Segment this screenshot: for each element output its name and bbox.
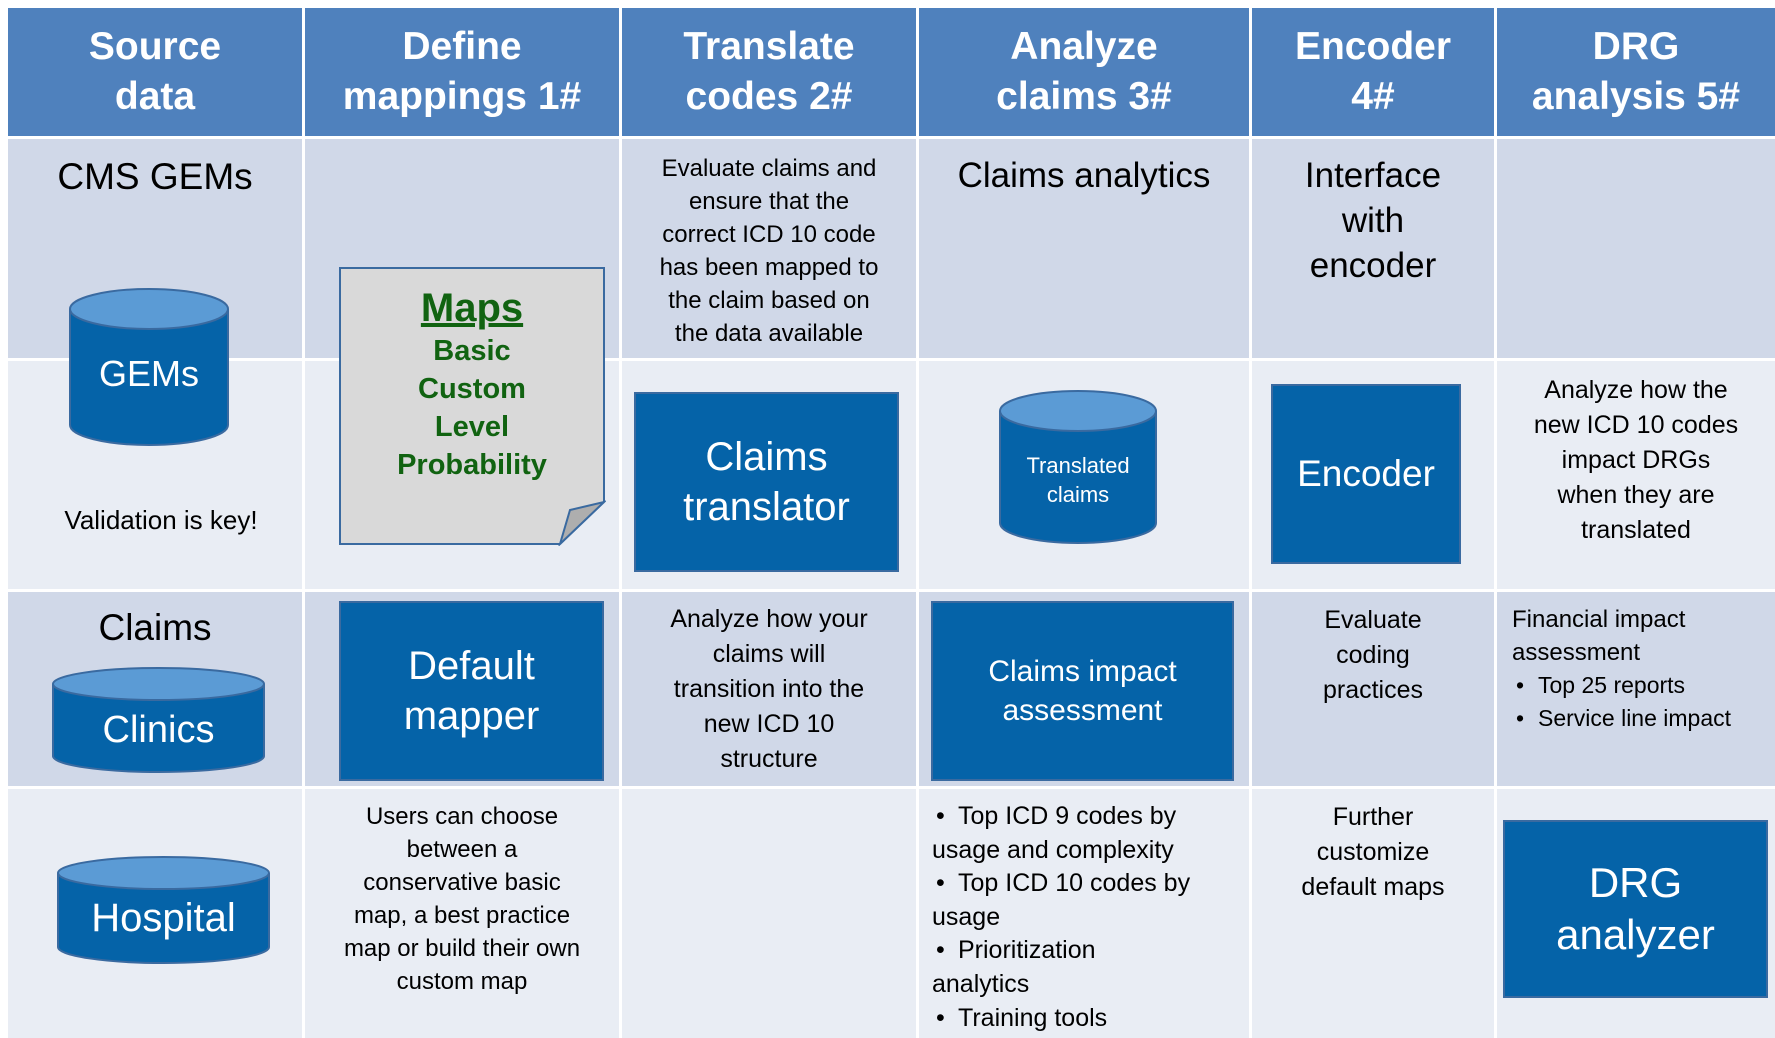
clinics-db-label: Clinics: [102, 709, 215, 751]
bullet-training-tools: Training tools: [932, 1002, 1249, 1036]
drg-impact-note: Analyze how the new ICD 10 codes impact …: [1533, 376, 1739, 544]
cell-r4-c3: [622, 789, 916, 1038]
claims-analytics-label: Claims analytics: [957, 156, 1211, 195]
claims-label: Claims: [98, 607, 212, 648]
financial-impact-note: Financial impact assessment Top 25 repor…: [1512, 603, 1775, 735]
cell-r1-c5: [1252, 139, 1494, 358]
bullet-top-25-reports: Top 25 reports: [1512, 669, 1775, 702]
gems-db-label: GEMs: [98, 353, 199, 394]
maps-content: Maps Basic Custom Level Probability: [338, 284, 606, 484]
maps-item-custom: Custom: [418, 373, 526, 405]
validation-note: Validation is key!: [64, 505, 258, 535]
maps-item-level: Level: [434, 411, 510, 443]
bullet-service-line-impact: Service line impact: [1512, 702, 1775, 735]
clinics-database-icon: Clinics: [51, 666, 266, 774]
cell-r3-c5: [1252, 592, 1494, 786]
analyze-claims-transition-note: Analyze how your claims will transition …: [670, 605, 868, 773]
translated-claims-cylinder: [999, 390, 1157, 544]
maps-title: Maps: [420, 286, 524, 330]
cell-r1-c3: [622, 139, 916, 358]
interface-encoder-note: Interface with encoder: [1304, 156, 1442, 285]
further-customize-note: Further customize default maps: [1301, 803, 1445, 901]
maps-item-probability: Probability: [397, 449, 547, 481]
cell-r2-c6: [1497, 361, 1775, 589]
bullet-prioritization: Prioritization: [932, 934, 1249, 968]
analyze-bullets: Top ICD 9 codes by usage and complexity …: [932, 800, 1249, 1035]
cell-r4-c2: [305, 789, 619, 1038]
maps-item-basic: Basic: [433, 335, 511, 367]
users-choose-note: Users can choose between a conservative …: [343, 803, 581, 995]
clinics-cylinder: [52, 667, 265, 773]
hospital-cylinder: [57, 856, 270, 964]
cell-r3-c3: [622, 592, 916, 786]
cell-r4-c5: [1252, 789, 1494, 1038]
hospital-database-icon: Hospital: [56, 855, 271, 965]
translated-claims-database-icon: Translated claims: [998, 389, 1158, 545]
maps-document-icon: Maps Basic Custom Level Probability: [338, 266, 608, 548]
gems-database-icon: GEMs: [68, 287, 230, 447]
cell-r1-c6: [1497, 139, 1775, 358]
encoder-box: Encoder: [1271, 384, 1461, 564]
bullet-top-icd10: Top ICD 10 codes by: [932, 867, 1249, 901]
cms-gems-label: CMS GEMs: [57, 156, 253, 197]
bullet-top-icd9: Top ICD 9 codes by: [932, 800, 1249, 834]
evaluate-coding-note: Evaluate coding practices: [1322, 606, 1424, 704]
evaluate-claims-note: Evaluate claims and ensure that the corr…: [659, 155, 879, 347]
translated-claims-label: Translated claims: [1026, 453, 1130, 507]
gems-cylinder: [69, 288, 229, 446]
folded-page-shape: [339, 267, 608, 548]
hospital-db-label: Hospital: [91, 896, 236, 940]
cell-r1-c4: [919, 139, 1249, 358]
